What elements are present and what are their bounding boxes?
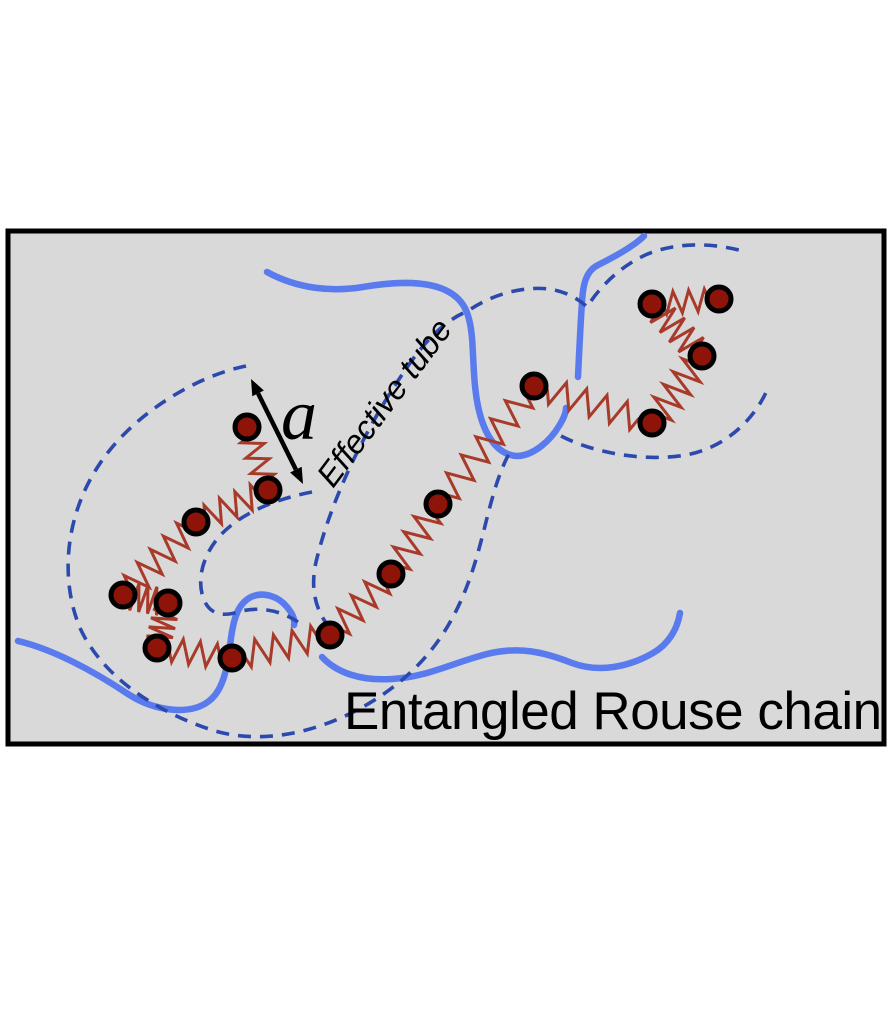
tube-diameter-arrow-shaft — [256, 392, 298, 471]
bead — [687, 341, 717, 371]
obstacle-strand-top-left-entanglement — [263, 268, 570, 460]
diagram-drawing — [5, 228, 887, 747]
tube-wall-outer-left-loop — [66, 364, 513, 739]
bead — [637, 289, 667, 319]
spring — [156, 634, 233, 672]
spring — [436, 385, 536, 505]
bead — [423, 489, 453, 519]
obstacle-strand-top-right-strand — [574, 232, 648, 381]
tube-diameter-label: a — [281, 375, 317, 455]
spring — [389, 503, 445, 575]
spring — [649, 302, 705, 358]
spring — [649, 355, 705, 424]
bead — [637, 408, 667, 438]
bead — [142, 633, 172, 663]
bead — [704, 284, 734, 314]
tube-diameter-arrow-head — [290, 466, 303, 484]
bead — [108, 580, 138, 610]
bead — [376, 559, 406, 589]
bead — [253, 475, 283, 505]
spring — [120, 519, 198, 597]
spring — [231, 621, 331, 672]
bead — [181, 507, 211, 537]
tube-wall-lower-right-wall — [560, 387, 770, 460]
tube-diameter-arrow-head — [251, 379, 264, 397]
spring — [195, 480, 269, 528]
spring — [328, 572, 393, 637]
spring — [533, 378, 653, 434]
bead — [232, 412, 262, 442]
bead — [153, 588, 183, 618]
tube-wall-upper-diagonal-wall — [311, 243, 747, 630]
bead — [315, 620, 345, 650]
caption-label: Entangled Rouse chain — [344, 682, 882, 741]
bead — [217, 643, 247, 673]
bead — [519, 371, 549, 401]
tube-wall-inner-left-wall — [198, 490, 313, 624]
obstacle-strand-bottom-wavy-strand — [318, 609, 684, 683]
